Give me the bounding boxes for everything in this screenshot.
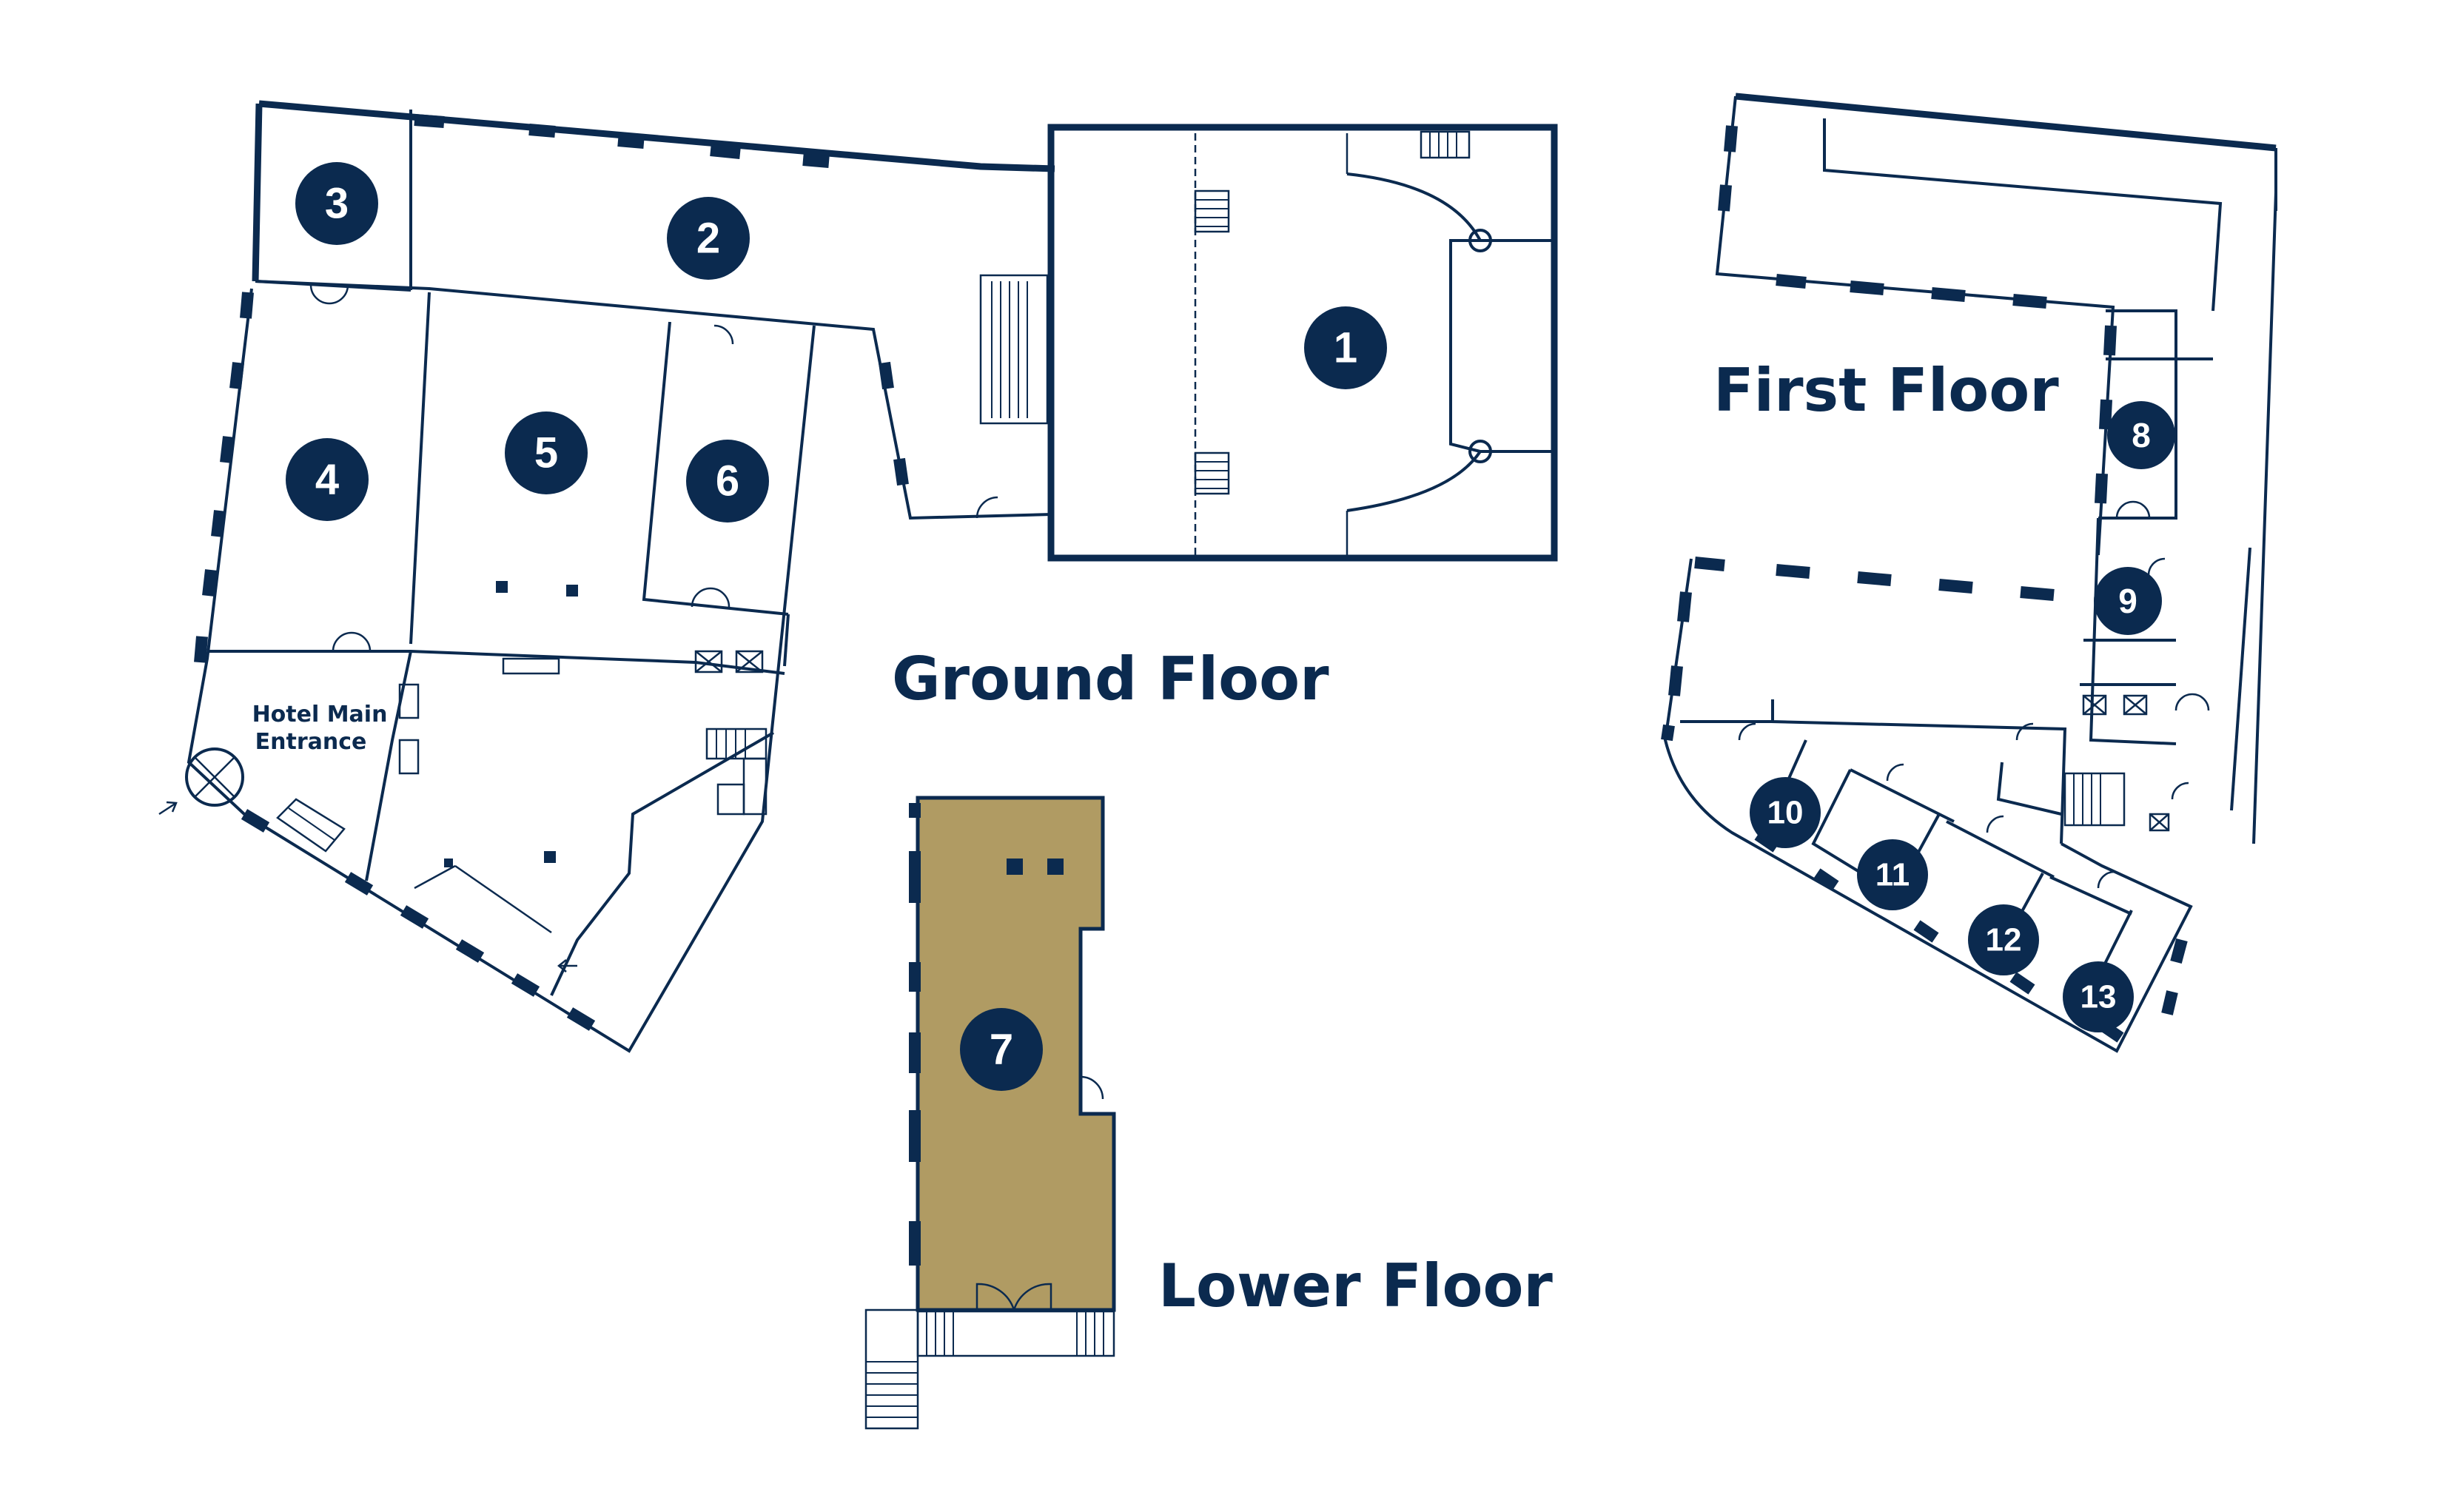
stairs-icon xyxy=(705,728,768,816)
svg-text:6: 6 xyxy=(716,457,739,505)
svg-text:10: 10 xyxy=(1767,795,1804,831)
room-1-outline xyxy=(1047,124,1558,562)
room-badge-11[interactable]: 11 xyxy=(1857,839,1928,910)
stairs-icon xyxy=(276,798,346,853)
revolving-door-icon xyxy=(185,747,244,807)
door-swing-icon xyxy=(1738,500,2210,889)
svg-text:11: 11 xyxy=(1875,857,1910,893)
svg-text:8: 8 xyxy=(2132,416,2151,454)
svg-text:1: 1 xyxy=(1334,324,1357,372)
stairs-icon xyxy=(1420,130,1471,159)
stairs-icon xyxy=(1194,451,1230,495)
room-badge-5[interactable]: 5 xyxy=(505,411,588,494)
room-badge-6[interactable]: 6 xyxy=(686,440,769,523)
room-badge-7[interactable]: 7 xyxy=(960,1008,1043,1091)
ground-floor-plan xyxy=(158,100,1558,1053)
svg-text:7: 7 xyxy=(990,1026,1013,1074)
room-badge-8[interactable]: 8 xyxy=(2107,401,2175,469)
door-swing-icon xyxy=(309,284,998,652)
door-swing-icon xyxy=(975,1283,1052,1311)
lift-icon xyxy=(2082,694,2170,832)
room-badge-4[interactable]: 4 xyxy=(286,438,369,521)
svg-text:9: 9 xyxy=(2118,582,2137,620)
room-badge-10[interactable]: 10 xyxy=(1750,777,1821,848)
room-badge-13[interactable]: 13 xyxy=(2063,961,2134,1032)
lift-icon xyxy=(694,650,764,673)
stairs-icon xyxy=(979,274,1049,425)
svg-text:2: 2 xyxy=(696,215,720,263)
room-badge-3[interactable]: 3 xyxy=(295,162,378,245)
ground-exterior-wall-segments xyxy=(194,114,909,1031)
svg-text:13: 13 xyxy=(2080,979,2117,1015)
first-floor-plan xyxy=(1661,93,2277,1053)
stairs-icon xyxy=(2063,772,2126,827)
svg-text:5: 5 xyxy=(534,429,558,477)
room-badge-2[interactable]: 2 xyxy=(667,197,750,280)
svg-text:12: 12 xyxy=(1986,922,2022,958)
entrance-arrow-icon xyxy=(557,959,577,972)
lower-floor-plan xyxy=(864,796,1116,1430)
first-floor-label: First Floor xyxy=(1713,356,2059,425)
stairs-icon xyxy=(864,1308,1115,1430)
stairs-icon xyxy=(398,683,420,775)
lower-floor-label: Lower Floor xyxy=(1158,1251,1553,1320)
hotel-main-entrance-label-line1: Hotel Main xyxy=(252,702,388,728)
room-badge-9[interactable]: 9 xyxy=(2094,567,2162,635)
svg-text:4: 4 xyxy=(315,456,339,504)
stairs-icon xyxy=(1194,189,1230,233)
room-badge-1[interactable]: 1 xyxy=(1304,306,1387,389)
entrance-arrow-icon xyxy=(158,801,178,816)
svg-text:3: 3 xyxy=(325,180,349,228)
room-badge-12[interactable]: 12 xyxy=(1968,904,2039,975)
hotel-main-entrance-label-line2: Entrance xyxy=(255,729,367,755)
ground-floor-label: Ground Floor xyxy=(892,645,1329,713)
